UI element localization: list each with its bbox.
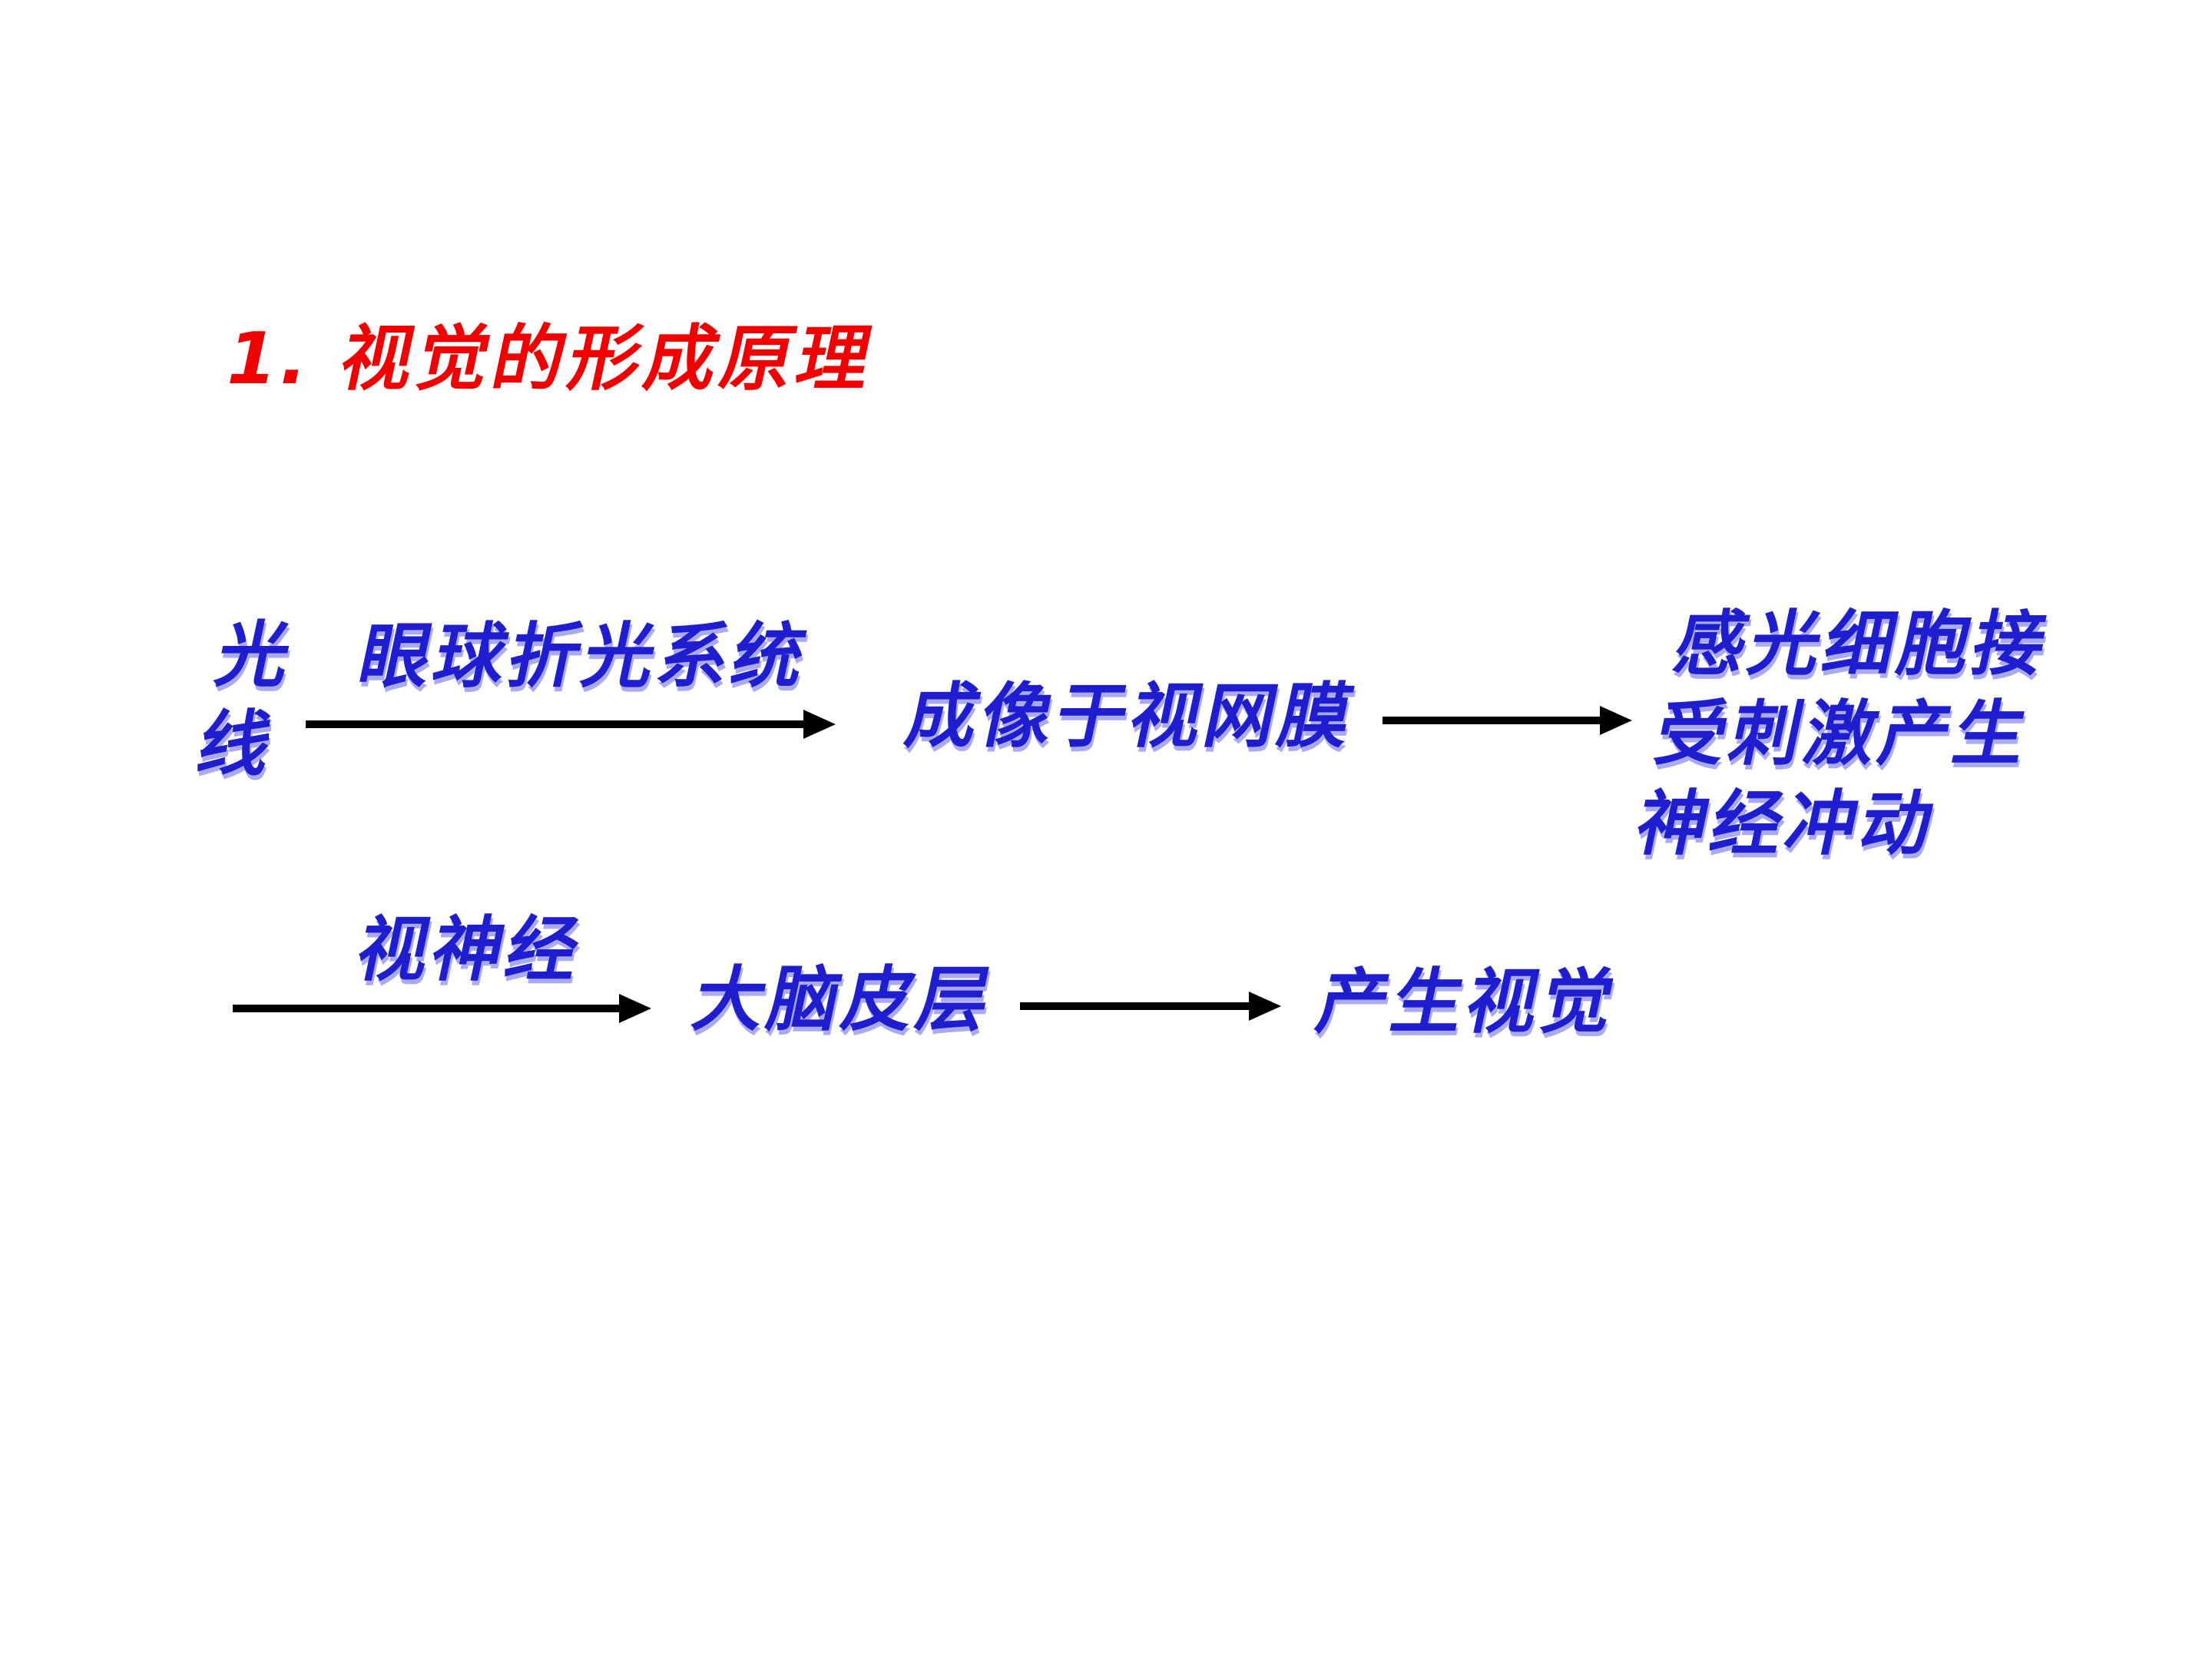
slide-title: 1. 视觉的形成原理 (217, 317, 883, 400)
flow-arrow-3-icon (233, 994, 651, 1023)
node-cerebral-cortex: 大脑皮层 (686, 959, 1002, 1041)
flow-arrow-4-icon (1020, 992, 1281, 1021)
node-photoreceptor-impulse: 感光细胞接 受刺激产生 神经冲动 (1629, 603, 2058, 865)
node-image-on-retina: 成像于视网膜 (899, 675, 1364, 757)
flow-arrow-2-icon (1382, 706, 1632, 735)
node-light-rays: 光 线 (190, 614, 303, 786)
arrow3-label-optic-nerve: 视神经 (349, 909, 591, 991)
flow-arrow-1-icon (306, 710, 836, 739)
node-vision-produced: 产生视觉 (1310, 961, 1626, 1043)
arrow1-label-refraction-system: 眼球折光系统 (352, 615, 817, 697)
